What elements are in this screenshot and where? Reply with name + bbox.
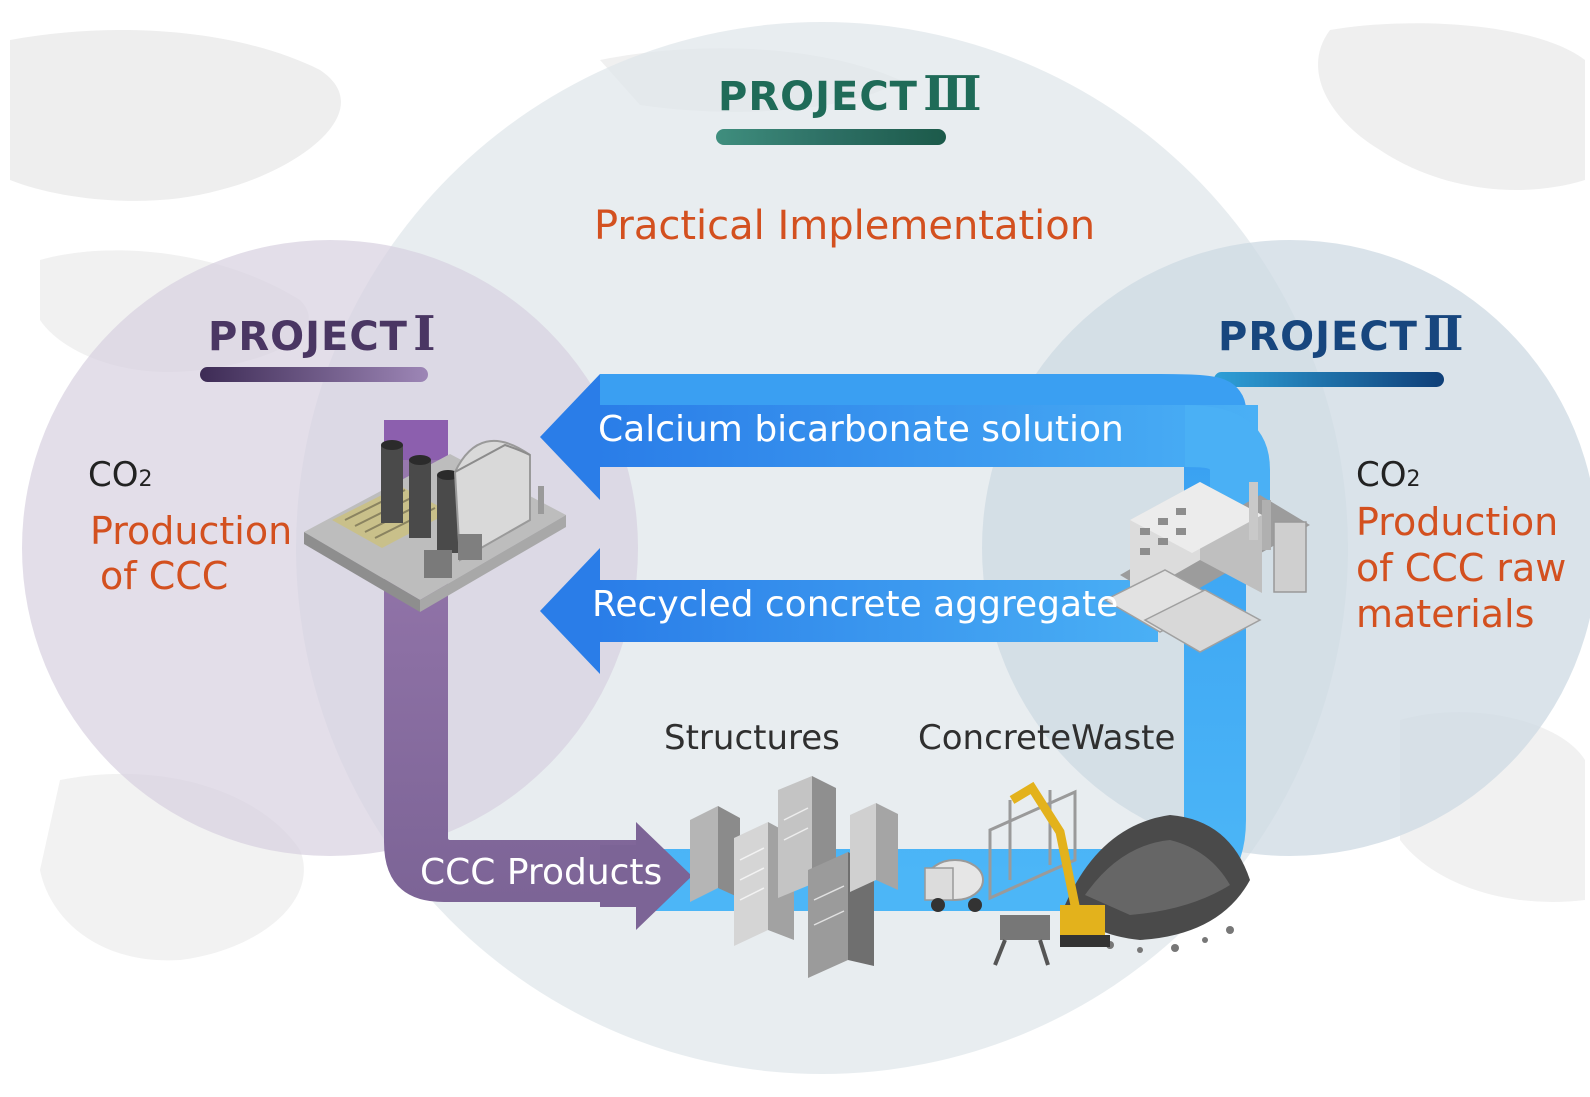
project2-title: PROJECT Ⅱ — [1218, 306, 1464, 362]
plant-icon — [1103, 482, 1310, 653]
project3-title-text: PROJECT — [718, 74, 918, 120]
project2-numeral: Ⅱ — [1423, 306, 1464, 362]
project2-co2-sub: 2 — [1406, 467, 1421, 492]
recycled-aggregate-arrow — [540, 548, 1158, 674]
project1-underline — [200, 367, 428, 382]
project3-underline — [716, 129, 946, 145]
project1-title: PROJECT Ⅰ — [208, 306, 436, 362]
project2-production-line2: of CCC raw — [1356, 546, 1567, 590]
project3-title: PROJECT Ⅲ — [718, 66, 982, 122]
project1-co2-main: CO — [88, 455, 139, 495]
project1-co2-sub: 2 — [138, 467, 153, 492]
calcium-bicarbonate-label: Calcium bicarbonate solution — [598, 409, 1124, 450]
project2-title-text: PROJECT — [1218, 314, 1418, 360]
project1-title-text: PROJECT — [208, 314, 408, 360]
project2-production-line3: materials — [1356, 592, 1535, 636]
project2-underline — [1214, 372, 1444, 387]
project2-co2-main: CO — [1356, 455, 1407, 495]
recycled-aggregate-label: Recycled concrete aggregate — [592, 584, 1119, 625]
factory-icon — [304, 440, 566, 612]
project3-subtitle: Practical Implementation — [594, 203, 1096, 249]
project3-numeral: Ⅲ — [923, 66, 982, 122]
concrete-waste-label: ConcreteWaste — [918, 718, 1176, 758]
project3-circle — [296, 22, 1348, 1074]
calcium-bicarbonate-arrow — [540, 374, 1270, 510]
project2-co2-label: CO2 — [1356, 455, 1421, 495]
project1-numeral: Ⅰ — [413, 306, 436, 362]
structures-label: Structures — [664, 718, 840, 758]
buildings-icon — [690, 776, 898, 978]
project1-production-line2: of CCC — [100, 554, 229, 598]
project2-production-line1: Production — [1356, 500, 1559, 544]
ccc-products-label: CCC Products — [420, 852, 663, 893]
project1-production-line1: Production — [90, 509, 293, 553]
construction-site-icon — [924, 781, 1250, 966]
project1-co2-label: CO2 — [88, 455, 153, 495]
